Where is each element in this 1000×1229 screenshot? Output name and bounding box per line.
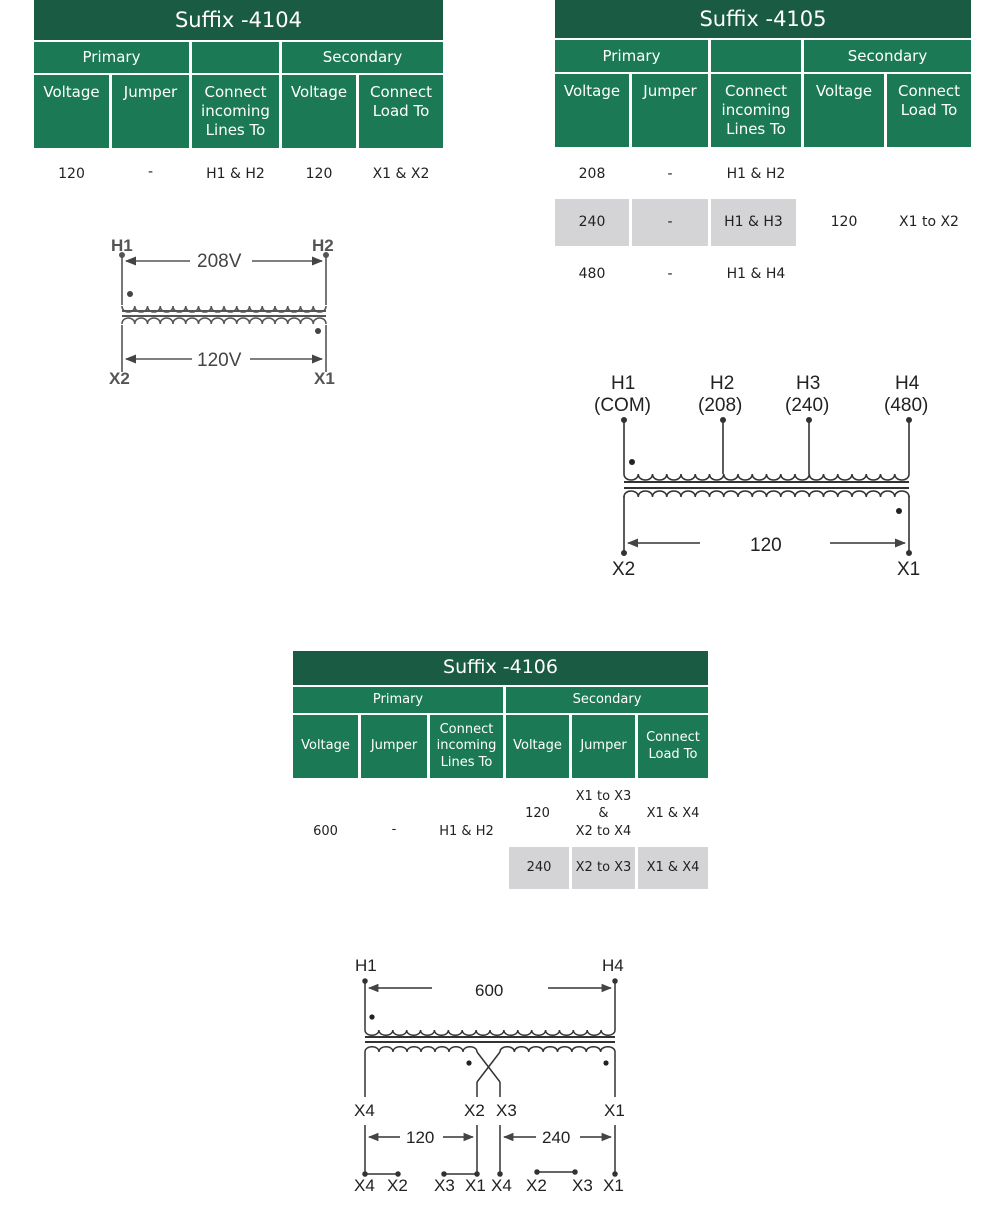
secondary-header: Secondary [804, 40, 971, 72]
label-x2: X2 [109, 369, 130, 388]
blank-header [711, 40, 801, 72]
sec-row-120-voltage: 120 [525, 805, 550, 821]
col-connect-load: Connect Load To [638, 715, 708, 778]
col-jumper: Jumper [632, 74, 708, 147]
bottom-x2-a: X2 [387, 1176, 408, 1195]
label-h2: H2 [312, 236, 334, 255]
row-sec-voltage: 120 [305, 166, 333, 183]
label-h1: H1 [611, 373, 635, 394]
label-h1: H1 [111, 236, 133, 255]
diagram-4105 [620, 416, 912, 556]
sec-row-120-jumper: X1 to X3 & X2 to X4 [575, 788, 632, 839]
label-x1: X1 [314, 369, 335, 388]
table-title: Suffix -4104 [34, 0, 443, 40]
bottom-x3-a: X3 [434, 1176, 455, 1195]
table-title: Suffix -4106 [293, 651, 708, 685]
table-title: Suffix -4105 [555, 0, 971, 38]
row-208-connect: H1 & H2 [726, 166, 786, 183]
label-240: 240 [542, 1128, 570, 1147]
label-x3: X3 [496, 1101, 517, 1120]
label-h4-sub: (480) [884, 395, 928, 416]
diagram-4104 [119, 252, 329, 372]
label-x4: X4 [354, 1101, 375, 1120]
secondary-header: Secondary [506, 687, 708, 713]
col-jumper: Jumper [112, 75, 189, 148]
label-x1: X1 [604, 1101, 625, 1120]
secondary-coil-right [499, 1046, 616, 1053]
sec-row-240-load: X1 & X4 [638, 847, 708, 889]
label-h4: H4 [895, 373, 920, 394]
row-480-voltage: 480 [578, 266, 606, 283]
col-voltage: Voltage [555, 74, 629, 147]
bottom-x3-b: X3 [572, 1176, 593, 1195]
row-connect-lines: H1 & H2 [439, 823, 494, 839]
col-voltage: Voltage [34, 75, 109, 148]
blank-header [192, 42, 279, 73]
row-jumper: - [391, 821, 397, 837]
label-208v: 208V [197, 251, 242, 272]
primary-header: Primary [555, 40, 708, 72]
label-x1: X1 [897, 559, 920, 580]
col-sec-jumper: Jumper [572, 715, 635, 778]
label-h1-sub: (COM) [594, 395, 651, 416]
primary-coil-4106 [364, 1029, 616, 1036]
secondary-coil-left [364, 1046, 478, 1053]
row-208-jumper: - [667, 166, 673, 183]
secondary-coil-4104 [121, 317, 327, 325]
label-x2: X2 [612, 559, 635, 580]
row-240-jumper: - [632, 199, 708, 246]
col-connect-lines: Connect incoming Lines To [192, 75, 279, 148]
secondary-header: Secondary [282, 42, 443, 73]
row-connect-lines: H1 & H2 [206, 166, 265, 183]
bottom-x4-b: X4 [491, 1176, 512, 1195]
label-120: 120 [406, 1128, 434, 1147]
label-120v: 120V [197, 350, 242, 371]
col-sec-voltage: Voltage [506, 715, 569, 778]
diagram-4106 [362, 978, 618, 1177]
label-h2: H2 [710, 373, 734, 394]
bottom-x1-b: X1 [603, 1176, 624, 1195]
col-voltage: Voltage [293, 715, 358, 778]
label-h1: H1 [355, 956, 377, 975]
row-480-connect: H1 & H4 [726, 266, 786, 283]
col-connect-load: Connect Load To [359, 75, 443, 148]
row-240-connect: H1 & H3 [711, 199, 796, 246]
col-connect-lines: Connect incoming Lines To [430, 715, 503, 778]
col-connect-lines: Connect incoming Lines To [711, 74, 801, 147]
row-240-voltage: 240 [555, 199, 629, 246]
label-h4: H4 [602, 956, 624, 975]
secondary-coil-4105 [623, 490, 910, 498]
primary-header: Primary [293, 687, 503, 713]
label-x2: X2 [464, 1101, 485, 1120]
label-h3-sub: (240) [785, 395, 829, 416]
row-voltage: 600 [313, 823, 338, 839]
label-h2-sub: (208) [698, 395, 742, 416]
col-sec-voltage: Voltage [282, 75, 356, 148]
label-600: 600 [475, 981, 503, 1000]
primary-coil-4105 [623, 473, 910, 481]
row-voltage: 120 [58, 166, 85, 183]
bottom-x4-a: X4 [354, 1176, 375, 1195]
row-208-voltage: 208 [578, 166, 606, 183]
sec-row-120-load: X1 & X4 [646, 805, 700, 821]
col-jumper: Jumper [361, 715, 427, 778]
col-sec-voltage: Voltage [804, 74, 884, 147]
row-connect-load: X1 & X2 [372, 166, 430, 183]
label-120: 120 [750, 535, 782, 556]
bottom-x2-b: X2 [526, 1176, 547, 1195]
col-connect-load: Connect Load To [887, 74, 971, 147]
bottom-x1-a: X1 [465, 1176, 486, 1195]
sec-voltage: 120 [830, 213, 858, 230]
sec-connect-load: X1 to X2 [899, 213, 959, 230]
row-jumper: - [147, 164, 154, 181]
row-480-jumper: - [667, 266, 673, 283]
label-h3: H3 [796, 373, 820, 394]
sec-row-240-jumper: X2 to X3 [572, 847, 635, 889]
primary-header: Primary [34, 42, 189, 73]
sec-row-240-voltage: 240 [509, 847, 569, 889]
